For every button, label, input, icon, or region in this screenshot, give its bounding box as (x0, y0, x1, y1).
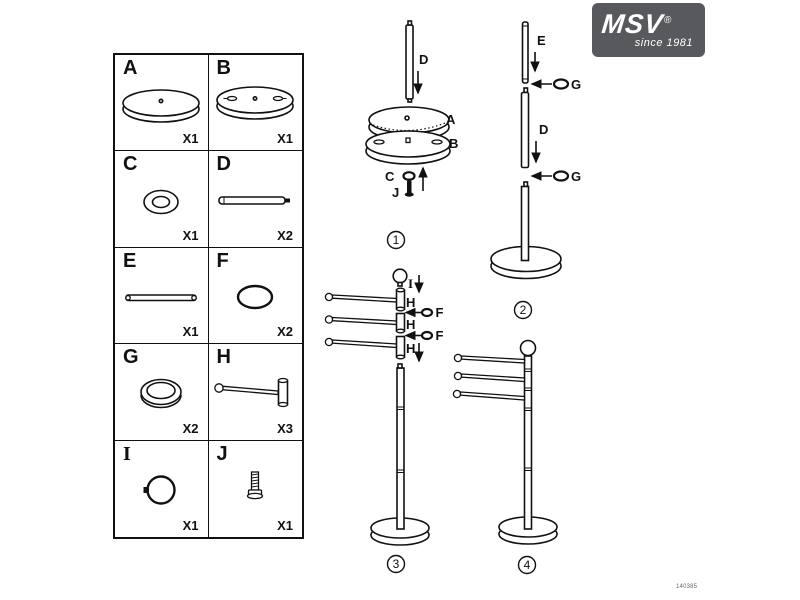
step-2-diagram: E G D G 2 (490, 21, 581, 320)
label-g-top: G (571, 77, 581, 92)
arm-h-3 (324, 335, 406, 360)
label-e: E (537, 33, 546, 48)
thick-ring-icon (140, 378, 183, 409)
svg-text:3: 3 (393, 557, 400, 571)
part-quantity: X1 (277, 131, 293, 147)
part-letter: F (216, 249, 229, 272)
part-cell-b: B X1 (208, 55, 302, 152)
part-cell-j: J X1 (208, 440, 302, 537)
base-assembly (370, 363, 430, 546)
step-4-badge: 4 (517, 555, 537, 575)
ring-f1 (420, 307, 434, 318)
part-letter: D (216, 153, 231, 176)
label-h3: H (406, 341, 415, 356)
base-assembly (490, 181, 562, 280)
brand-logo: MSV® since 1981 (592, 3, 705, 57)
label-a: A (446, 112, 456, 127)
label-g-bottom: G (571, 169, 581, 184)
thin-pole-icon (125, 293, 198, 302)
pole-icon (218, 196, 291, 206)
arm-h-2 (324, 312, 406, 334)
label-h1: H (406, 295, 415, 310)
part-letter: G (123, 346, 139, 369)
ball-icon (143, 474, 176, 505)
registered-mark: ® (663, 15, 673, 26)
part-quantity: X1 (182, 227, 199, 243)
brand-tagline: since 1981 (634, 37, 693, 49)
step-2-badge: 2 (513, 300, 533, 320)
part-quantity: X1 (277, 518, 293, 533)
base-plate-icon (122, 89, 201, 123)
step-3-diagram: I H F H F H (324, 268, 444, 574)
part-quantity: X1 (182, 131, 199, 147)
step-3-badge: 3 (386, 554, 406, 574)
swivel-arm-icon (214, 378, 289, 408)
part-letter: J (216, 442, 228, 465)
plate-b (365, 130, 451, 165)
screw-icon (247, 470, 264, 499)
step-1-badge: 1 (386, 230, 406, 250)
o-ring-icon (237, 284, 274, 309)
arm-h-1 (324, 287, 406, 312)
part-cell-i: I X1 (115, 440, 209, 537)
label-c: C (385, 169, 395, 184)
sheet-number: 140385 (676, 584, 698, 590)
part-letter: E (123, 249, 137, 272)
part-letter: H (216, 346, 231, 369)
svg-text:2: 2 (520, 303, 527, 317)
washer-icon (143, 190, 180, 215)
pole-e (521, 21, 529, 84)
ring-g-top (552, 78, 570, 90)
label-i: I (408, 276, 413, 291)
part-cell-c: C X1 (115, 151, 209, 248)
part-letter: I (123, 442, 131, 465)
parts-table: A X1 B X1 C (113, 53, 304, 539)
ring-g-bottom (552, 170, 570, 182)
part-quantity: X2 (277, 227, 293, 243)
step-1-diagram: D A B C J 1 (365, 20, 458, 250)
label-d: D (419, 52, 428, 67)
part-cell-a: A X1 (115, 55, 209, 152)
label-d: D (539, 122, 548, 137)
part-cell-d: D X2 (208, 151, 302, 248)
svg-text:4: 4 (524, 558, 531, 572)
part-cell-e: E X1 (115, 247, 209, 345)
part-letter: A (123, 57, 138, 79)
part-quantity: X1 (182, 324, 199, 340)
base-plate-holes-icon (216, 86, 295, 120)
label-b: B (449, 136, 458, 151)
brand-name: MSV® (600, 9, 673, 39)
part-quantity: X2 (277, 324, 293, 340)
part-letter: B (216, 57, 231, 79)
part-quantity: X1 (182, 518, 199, 533)
step-4-diagram: 4 (452, 339, 558, 575)
part-cell-g: G X2 (115, 344, 209, 441)
ball-i (392, 268, 408, 287)
ring-f2 (420, 330, 434, 341)
pole-d (520, 87, 530, 169)
label-f1: F (436, 305, 444, 320)
screw-j (404, 178, 414, 197)
label-f2: F (436, 328, 444, 343)
part-letter: C (123, 153, 138, 176)
svg-text:1: 1 (393, 233, 400, 247)
assembled-stand (452, 339, 558, 545)
part-cell-h: H X3 (208, 344, 302, 441)
part-cell-f: F X2 (208, 247, 302, 345)
part-quantity: X3 (277, 420, 293, 436)
part-quantity: X2 (182, 420, 199, 436)
pole-d (405, 20, 414, 103)
label-h2: H (406, 317, 415, 332)
label-j: J (392, 185, 399, 200)
